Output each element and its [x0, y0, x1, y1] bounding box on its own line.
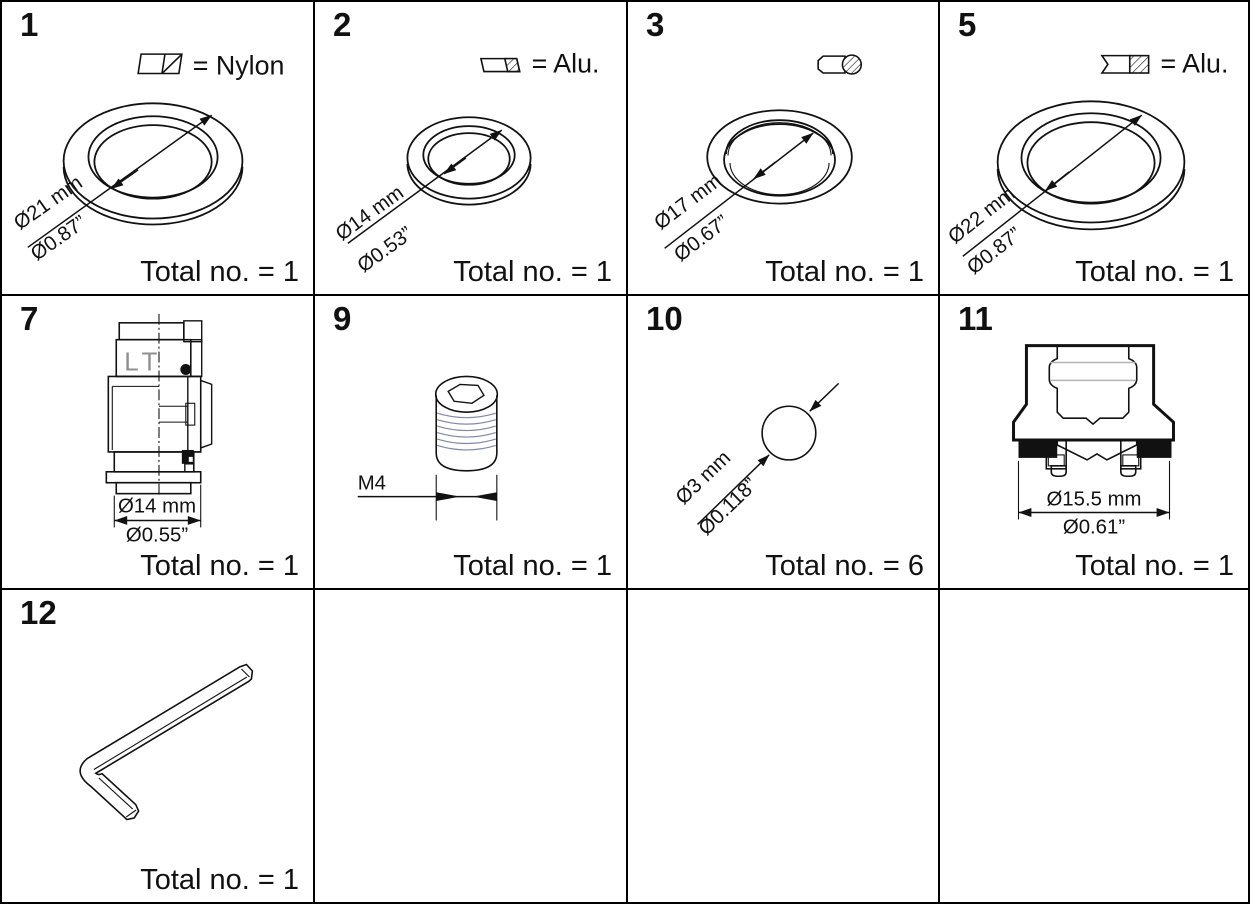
empty-cell — [315, 590, 628, 902]
diameter-dimension — [113, 484, 202, 528]
part-drawing-oring: Ø17 mm Ø0.67” — [650, 54, 863, 266]
ball-circle — [761, 405, 817, 461]
part-drawing-ball: Ø3 mm Ø0.118” — [672, 382, 840, 540]
total-count: Total no. = 1 — [453, 550, 612, 582]
legend-label: = Nylon — [193, 51, 285, 81]
diameter-dimension — [347, 129, 503, 244]
diameter-mm-label: Ø15.5 mm — [1046, 489, 1141, 511]
cap-cavity — [1048, 344, 1138, 426]
empty-cell — [628, 590, 940, 902]
part-number: 2 — [333, 6, 352, 43]
part-cell-2: 2 = Alu. — [315, 2, 628, 296]
part-cell-7: 7 LT — [2, 296, 315, 590]
part-number: 10 — [646, 300, 683, 337]
diameter-dimension — [962, 114, 1143, 257]
set-screw-drawing — [434, 375, 499, 472]
part-drawing-alu-ring-large: = Alu. Ø22 mm Ø0.87” — [944, 49, 1229, 280]
part-drawing-alu-ring: = Alu. Ø14 mm Ø0.53” — [332, 49, 600, 278]
diameter-dimension — [664, 132, 814, 249]
part-drawing-plug-section: LT — [105, 313, 213, 546]
part-number: 11 — [958, 300, 993, 337]
plug-section-drawing: LT — [105, 313, 213, 495]
total-count: Total no. = 1 — [765, 256, 924, 288]
diameter-dimension — [27, 114, 213, 248]
total-count: Total no. = 1 — [140, 864, 299, 896]
part-number: 7 — [20, 300, 39, 337]
alu-gasket-swatch-icon — [479, 57, 521, 73]
part-drawing-cap-section: Ø15.5 mm Ø0.61” — [1012, 344, 1175, 538]
diameter-mm-label: Ø14 mm — [118, 496, 196, 518]
hex-socket — [447, 383, 485, 404]
gasket-ring — [406, 116, 532, 206]
oring-cross-section-icon — [817, 54, 863, 75]
total-count: Total no. = 1 — [1075, 256, 1234, 288]
oring-ring — [706, 109, 853, 205]
part-number: 1 — [20, 6, 39, 43]
seal-block — [181, 449, 194, 464]
washer-ring — [62, 102, 244, 226]
part-cell-11: 11 — [940, 296, 1248, 590]
diameter-inch-label: Ø0.55” — [126, 524, 188, 546]
total-count: Total no. = 6 — [765, 550, 924, 582]
seal-block-left — [1018, 440, 1058, 458]
oring-dot — [180, 364, 192, 375]
diameter-inch-label: Ø0.61” — [1063, 516, 1125, 538]
part-number: 3 — [646, 6, 665, 43]
thread-dimension — [357, 474, 498, 521]
legend-label: = Alu. — [1161, 49, 1229, 79]
part-cell-3: 3 — [628, 2, 940, 296]
cap-section-drawing — [1012, 344, 1175, 478]
total-count: Total no. = 1 — [140, 550, 299, 582]
part-number: 5 — [958, 6, 977, 43]
part-number: 9 — [333, 300, 352, 337]
diameter-dimension — [697, 382, 840, 525]
part-cell-1: 1 = Nylon Ø21 mm — [2, 2, 315, 296]
diameter-dimension — [1017, 460, 1171, 520]
part-drawing-nylon-ring: = Nylon Ø21 mm Ø0.87” — [10, 51, 285, 266]
legend-label: = Alu. — [532, 49, 600, 79]
part-cell-9: 9 M4 Total no. = 1 — [315, 296, 628, 590]
total-count: Total no. = 1 — [453, 256, 612, 288]
part-cell-5: 5 = Alu. — [940, 2, 1248, 296]
part-marking-label: LT — [124, 348, 162, 376]
part-drawing-set-screw: M4 — [357, 375, 499, 521]
total-count: Total no. = 1 — [1075, 550, 1234, 582]
seal-block-right — [1136, 440, 1172, 458]
thread-size-label: M4 — [358, 473, 386, 495]
part-drawing-hex-key — [79, 663, 254, 821]
nylon-washer-swatch-icon — [137, 53, 183, 75]
part-cell-10: 10 Ø3 mm Ø0.118” Total no. = 6 — [628, 296, 940, 590]
empty-cell — [940, 590, 1248, 902]
part-number: 12 — [20, 594, 57, 631]
total-count: Total no. = 1 — [140, 256, 299, 288]
hex-key-drawing — [79, 663, 254, 821]
part-cell-12: 12 Total no. = 1 — [2, 590, 315, 902]
alu-gasket-swatch-icon — [1100, 54, 1150, 74]
gasket-ring — [996, 100, 1186, 231]
